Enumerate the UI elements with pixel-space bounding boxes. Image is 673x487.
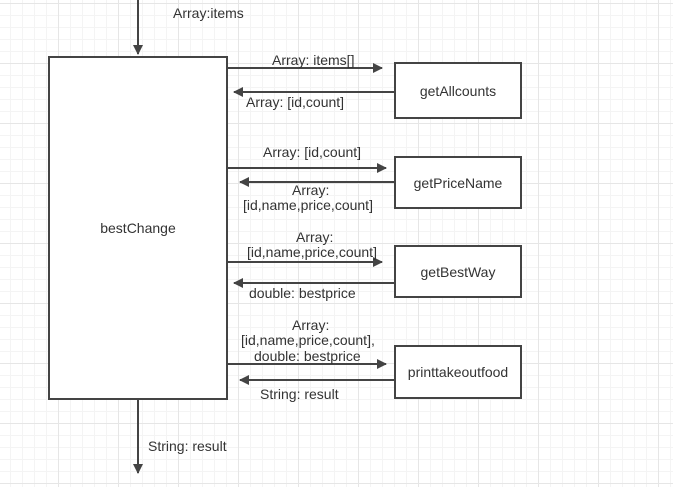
to-get-best-way-label-line2: [id,name,price,count] bbox=[247, 244, 377, 260]
to-print-label-line3: double: bestprice bbox=[254, 348, 361, 364]
best-change-node[interactable]: bestChange bbox=[48, 56, 228, 400]
print-takeout-food-label: printtakeoutfood bbox=[407, 364, 509, 380]
get-price-name-node[interactable]: getPriceName bbox=[394, 156, 522, 209]
get-price-name-label: getPriceName bbox=[413, 174, 503, 191]
to-print-label-line1: Array: bbox=[292, 317, 330, 333]
from-get-price-name-label-line1: Array: bbox=[292, 182, 330, 198]
get-best-way-node[interactable]: getBestWay bbox=[394, 245, 522, 298]
to-get-best-way-label-line1: Array: bbox=[296, 229, 334, 245]
to-print-label-line2: [id,name,price,count], bbox=[241, 332, 375, 348]
get-best-way-label: getBestWay bbox=[420, 263, 496, 280]
to-get-price-name-label: Array: [id,count] bbox=[263, 144, 362, 160]
get-all-counts-label: getAllcounts bbox=[419, 82, 497, 99]
from-get-best-way-label: double: bestprice bbox=[249, 285, 356, 301]
from-get-all-counts-label: Array: [id,count] bbox=[246, 94, 345, 110]
get-all-counts-node[interactable]: getAllcounts bbox=[394, 62, 522, 119]
from-print-label: String: result bbox=[260, 386, 339, 402]
input-edge-label: Array:items bbox=[173, 5, 244, 21]
output-edge-label: String: result bbox=[148, 438, 227, 454]
to-get-all-counts-label: Array: items[] bbox=[272, 52, 355, 68]
print-takeout-food-node[interactable]: printtakeoutfood bbox=[394, 345, 522, 399]
best-change-label: bestChange bbox=[100, 220, 176, 236]
from-get-price-name-label-line2: [id,name,price,count] bbox=[243, 197, 373, 213]
